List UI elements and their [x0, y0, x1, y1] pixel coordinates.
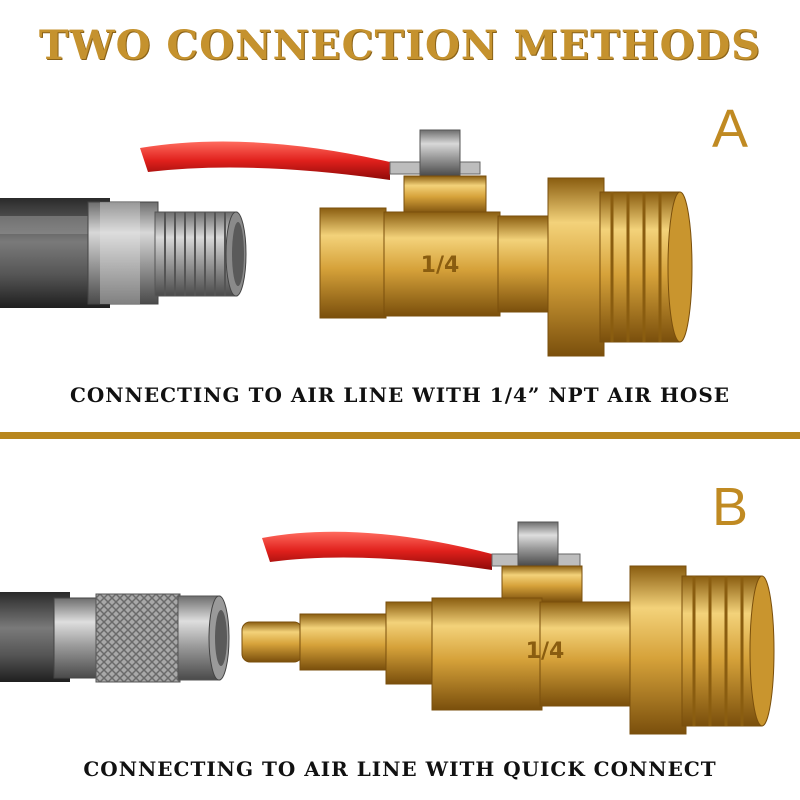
- section-b-caption: CONNECTING TO AIR LINE WITH QUICK CONNEC…: [83, 757, 717, 781]
- valve-marking-a: 1/4: [421, 253, 460, 278]
- ball-valve-b: 1/4: [262, 521, 775, 735]
- valve-marking-b: 1/4: [526, 639, 565, 664]
- air-hose-a: [0, 198, 247, 308]
- section-a-caption: CONNECTING TO AIR LINE WITH 1/4” NPT AIR…: [69, 383, 731, 407]
- ball-valve-a: 1/4: [140, 129, 693, 357]
- section-a-letter: A: [712, 99, 749, 159]
- section-a-illustration: 1/4: [0, 129, 693, 357]
- section-divider: [0, 432, 800, 439]
- section-b-letter: B: [712, 477, 749, 537]
- section-b-illustration: 1/4: [0, 521, 775, 735]
- quick-coupler-b: [0, 592, 230, 683]
- quick-connect-plug-b: [241, 613, 391, 671]
- page-title: TWO CONNECTION METHODS: [38, 22, 762, 69]
